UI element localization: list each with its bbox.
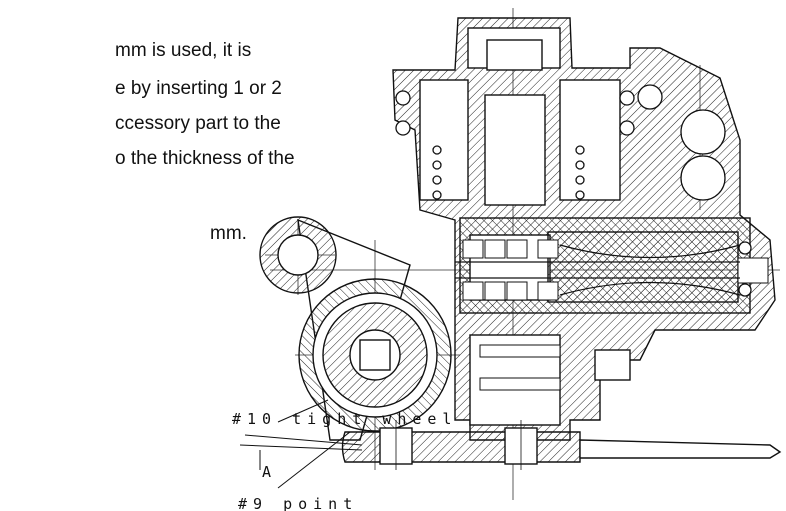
text-line-5: mm. [210, 223, 247, 244]
text-line-3: ccessory part to the [115, 113, 281, 134]
upper-housing [392, 17, 776, 441]
leader-lines [239, 399, 363, 489]
text-line-2: e by inserting 1 or 2 [115, 78, 282, 99]
tight-wheel [298, 278, 452, 432]
tight-wheel-label: #10 tight wheel [232, 410, 457, 428]
housing-circles [395, 84, 752, 297]
shaft [455, 244, 741, 296]
point-label: #9 point [238, 495, 358, 511]
text-line-1: mm is used, it is [115, 40, 252, 61]
dimension-a-label: A [262, 463, 271, 481]
text-line-4: o the thickness of the [115, 148, 295, 169]
bearings [462, 239, 769, 391]
